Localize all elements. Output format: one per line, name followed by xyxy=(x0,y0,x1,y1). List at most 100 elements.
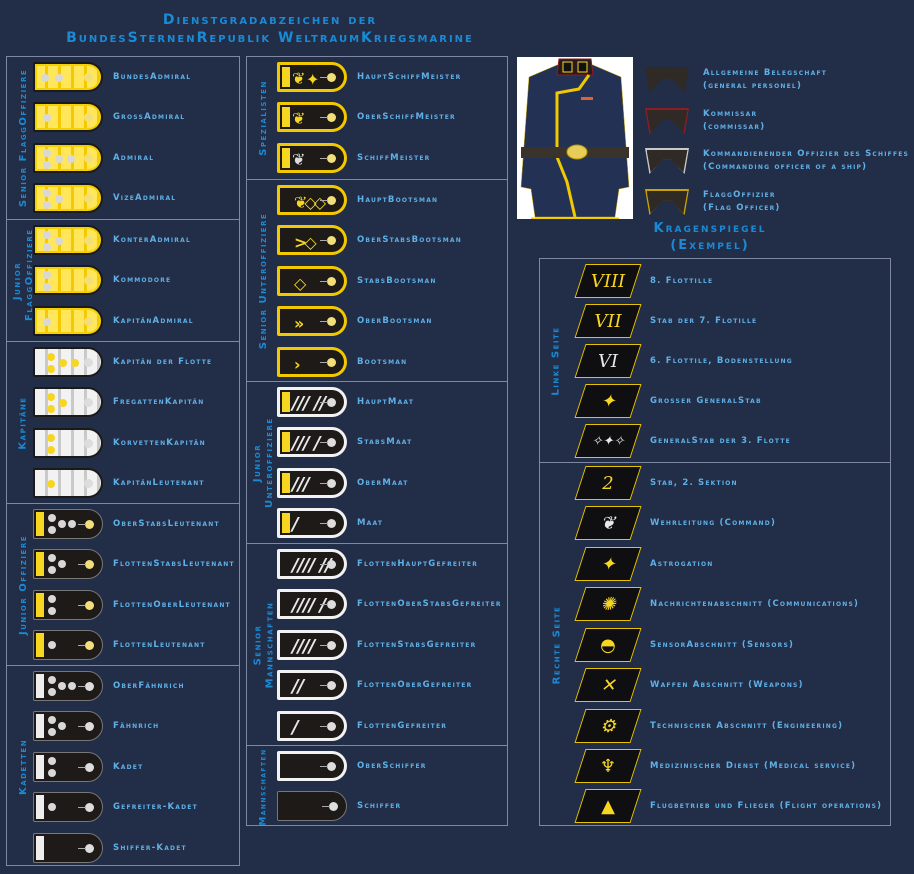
chevron-icon: ◇ xyxy=(294,274,306,293)
chevron-icon: ›› xyxy=(294,314,304,333)
bars-icon: / xyxy=(292,514,299,535)
rank-row: ››OberBootsman xyxy=(277,301,433,341)
rank-row: //FlottenOberGefreiter xyxy=(277,665,472,705)
page-title-line2: BundesSternenRepublik WeltraumKriegsmari… xyxy=(66,30,474,46)
collar-tab-swords-icon: ✕ xyxy=(574,668,642,702)
epaulette-gold-icon xyxy=(33,306,103,336)
epaulette-silver-icon xyxy=(33,428,103,458)
epaulette-black-icon: ❦✦ xyxy=(277,62,347,92)
collar-legend-item: Kommissar(commissar) xyxy=(645,101,765,141)
epaulette-black-icon: › xyxy=(277,347,347,377)
epaulette-gold-icon xyxy=(33,102,103,132)
uniform-illustration xyxy=(517,57,633,221)
section-label: Mannschaften xyxy=(259,747,269,826)
rank-row: FlottenLeutenant xyxy=(33,625,206,665)
collar-tab-radio-icon: ✺ xyxy=(574,587,642,621)
bars-icon: //// / xyxy=(292,595,326,616)
rank-row: VizeAdmiral xyxy=(33,178,176,218)
laurel-icon: ❦ xyxy=(292,69,306,88)
rank-row: /FlottenGefreiter xyxy=(277,706,447,746)
rank-row: OberStabsLeutenant xyxy=(33,504,220,544)
section-senior-mannschaften: Senior Mannschaften //// //FlottenHauptG… xyxy=(247,543,507,745)
collar-tab-number-icon: 2 xyxy=(574,466,642,500)
epaulette-black-icon: ›› xyxy=(277,306,347,336)
chevron-icon: >◇ xyxy=(294,233,317,252)
collar-commanding-officer-icon xyxy=(645,148,689,174)
epaulette-black-icon: /// / xyxy=(277,427,347,457)
section-spezialisten: Spezialisten ❦✦HauptSchiffMeister ❦OberS… xyxy=(247,57,507,179)
epaulette-black-icon xyxy=(33,590,103,620)
kragenspiegel-subtitle: (Exempel) xyxy=(670,238,750,253)
rank-row: ›Bootsman xyxy=(277,342,407,382)
epaulette-gold-icon xyxy=(33,143,103,173)
chevron-icon: ❦◇◇ xyxy=(294,193,326,212)
rank-row: FlottenStabsLeutenant xyxy=(33,544,235,584)
collar-tab-gear-icon: ⚙ xyxy=(574,709,642,743)
section-label: Spezialisten xyxy=(258,80,270,156)
collar-commissar-icon xyxy=(645,108,689,134)
rank-row: Gefreiter-Kadet xyxy=(33,787,198,827)
epaulette-black-icon: //// // xyxy=(277,549,347,579)
star-icon: ✦ xyxy=(306,70,320,89)
epaulette-black-icon xyxy=(277,751,347,781)
rank-row: ❦OberSchiffMeister xyxy=(277,97,456,137)
section-mannschaften: Mannschaften OberSchiffer Schiffer xyxy=(247,745,507,827)
section-label: Junior Unteroffiziere xyxy=(252,416,275,508)
epaulette-silver-icon xyxy=(33,347,103,377)
section-junior-unteroffiziere: Junior Unteroffiziere /// //HauptMaat //… xyxy=(247,381,507,543)
epaulette-black-icon xyxy=(33,752,103,782)
bars-icon: /// / xyxy=(292,433,321,454)
bars-icon: //// xyxy=(292,636,315,657)
epaulette-black-icon xyxy=(33,833,103,863)
section-label: Rechte Seite xyxy=(551,605,563,685)
section-label: Kadetten xyxy=(18,738,30,795)
epaulette-gold-icon xyxy=(33,62,103,92)
rank-row: KapitänLeutenant xyxy=(33,463,205,503)
section-kapitaene: Kapitäne Kapitän der Flotte FregattenKap… xyxy=(7,341,239,503)
laurel-icon: ❦ xyxy=(292,150,306,169)
rank-row: GrossAdmiral xyxy=(33,97,185,137)
epaulette-black-icon: //// / xyxy=(277,589,347,619)
epaulette-black-icon: /// xyxy=(277,468,347,498)
bars-icon: /// xyxy=(292,474,310,495)
collar-tab-row: ✧✦✧GeneralStab der 3. Flotte xyxy=(574,421,791,461)
rank-row: ❦✦HauptSchiffMeister xyxy=(277,57,461,97)
rank-row: /// /StabsMaat xyxy=(277,422,412,462)
collar-tab-sensor-icon: ◓ xyxy=(574,628,642,662)
section-label: Senior Mannschaften xyxy=(252,601,276,688)
rank-row: /// //HauptMaat xyxy=(277,382,414,422)
officers-panel: Senior FlaggOffiziere BundesAdmiral Gros… xyxy=(6,56,240,866)
laurel-icon: ❦ xyxy=(292,109,306,128)
epaulette-black-icon xyxy=(33,711,103,741)
epaulette-black-icon xyxy=(33,549,103,579)
rank-row: >◇OberStabsBootsman xyxy=(277,220,462,260)
rank-row: Kadet xyxy=(33,747,143,787)
rank-row: Shiffer-Kadet xyxy=(33,828,187,868)
rank-row: ❦SchiffMeister xyxy=(277,138,431,178)
epaulette-black-icon xyxy=(33,792,103,822)
epaulette-black-icon: / xyxy=(277,711,347,741)
epaulette-black-icon xyxy=(33,630,103,660)
section-kadetten: Kadetten OberFähnrich Fähnrich Kadet Gef… xyxy=(7,665,239,867)
chevron-icon: › xyxy=(294,355,300,374)
epaulette-silver-icon xyxy=(33,468,103,498)
epaulette-silver-icon xyxy=(33,387,103,417)
epaulette-black-icon: //// xyxy=(277,630,347,660)
rank-row: ///OberMaat xyxy=(277,463,409,503)
collar-legend-item: FlaggOffizier(Flag Officer) xyxy=(645,182,781,222)
collar-tab-row: ✦Astrogation xyxy=(574,544,713,584)
collar-general-icon xyxy=(645,67,689,93)
epaulette-black-icon xyxy=(277,791,347,821)
section-senior-unteroffiziere: Senior Unteroffiziere ❦◇◇HauptBootsman >… xyxy=(247,179,507,381)
epaulette-black-icon: // xyxy=(277,670,347,700)
epaulette-black-icon: ◇ xyxy=(277,266,347,296)
rank-row: //// //FlottenHauptGefreiter xyxy=(277,544,478,584)
rank-row: ////FlottenStabsGefreiter xyxy=(277,625,476,665)
section-senior-flaggoffiziere: Senior FlaggOffiziere BundesAdmiral Gros… xyxy=(7,57,239,219)
kragenspiegel-title: Kragenspiegel xyxy=(653,221,767,236)
collar-tab-roman-icon: VI xyxy=(574,344,642,378)
